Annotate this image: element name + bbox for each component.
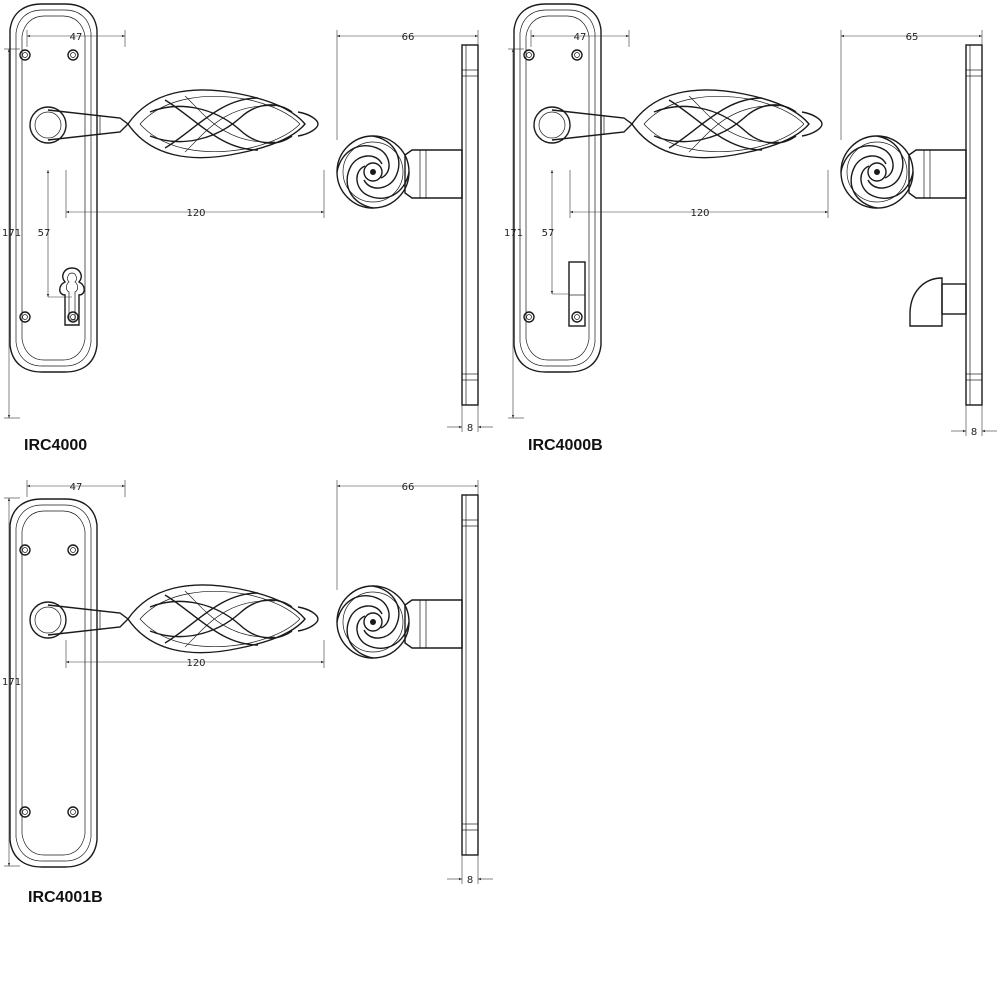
dim-height-label: 171 (2, 677, 21, 688)
front-view-irc4000 (9, 3, 319, 373)
dim-plate-thickness-label: 8 (467, 875, 473, 886)
dim-height-label: 171 (2, 228, 21, 239)
dim-projection-label: 66 (402, 482, 415, 493)
dim-projection-label: 66 (402, 32, 415, 43)
model-label-irc4000b: IRC4000B (528, 437, 603, 454)
dim-plate-width-label: 47 (574, 32, 587, 43)
product-irc4000: 47 171 120 57 66 8 (2, 3, 493, 434)
side-view-irc4000b (840, 44, 983, 406)
dim-lever-length-label: 120 (690, 208, 709, 219)
dim-projection-label: 65 (906, 32, 919, 43)
model-label-irc4001b: IRC4001B (28, 889, 103, 906)
dim-lever-length-label: 120 (186, 208, 205, 219)
keyhole-escutcheon (59, 267, 85, 326)
dim-plate-width-label: 47 (70, 482, 83, 493)
dim-plate-thickness-label: 8 (467, 423, 473, 434)
side-view-irc4001b (336, 494, 479, 856)
model-label-irc4000: IRC4000 (24, 437, 88, 454)
product-irc4001b: 47 171 120 66 8 (2, 480, 493, 886)
side-view-irc4000 (336, 44, 479, 406)
dim-centre-label: 57 (38, 228, 51, 239)
dim-lever-length-label: 120 (186, 658, 205, 669)
product-irc4000b: 47 171 120 57 65 8 (504, 3, 997, 438)
dim-plate-thickness-label: 8 (971, 427, 977, 438)
dim-plate-width-label: 47 (70, 32, 83, 43)
dim-centre-label: 57 (542, 228, 555, 239)
thumbturn-side (909, 277, 967, 327)
front-view-irc4001b (9, 498, 319, 868)
front-view-irc4000b (513, 3, 823, 373)
dim-height-label: 171 (504, 228, 523, 239)
